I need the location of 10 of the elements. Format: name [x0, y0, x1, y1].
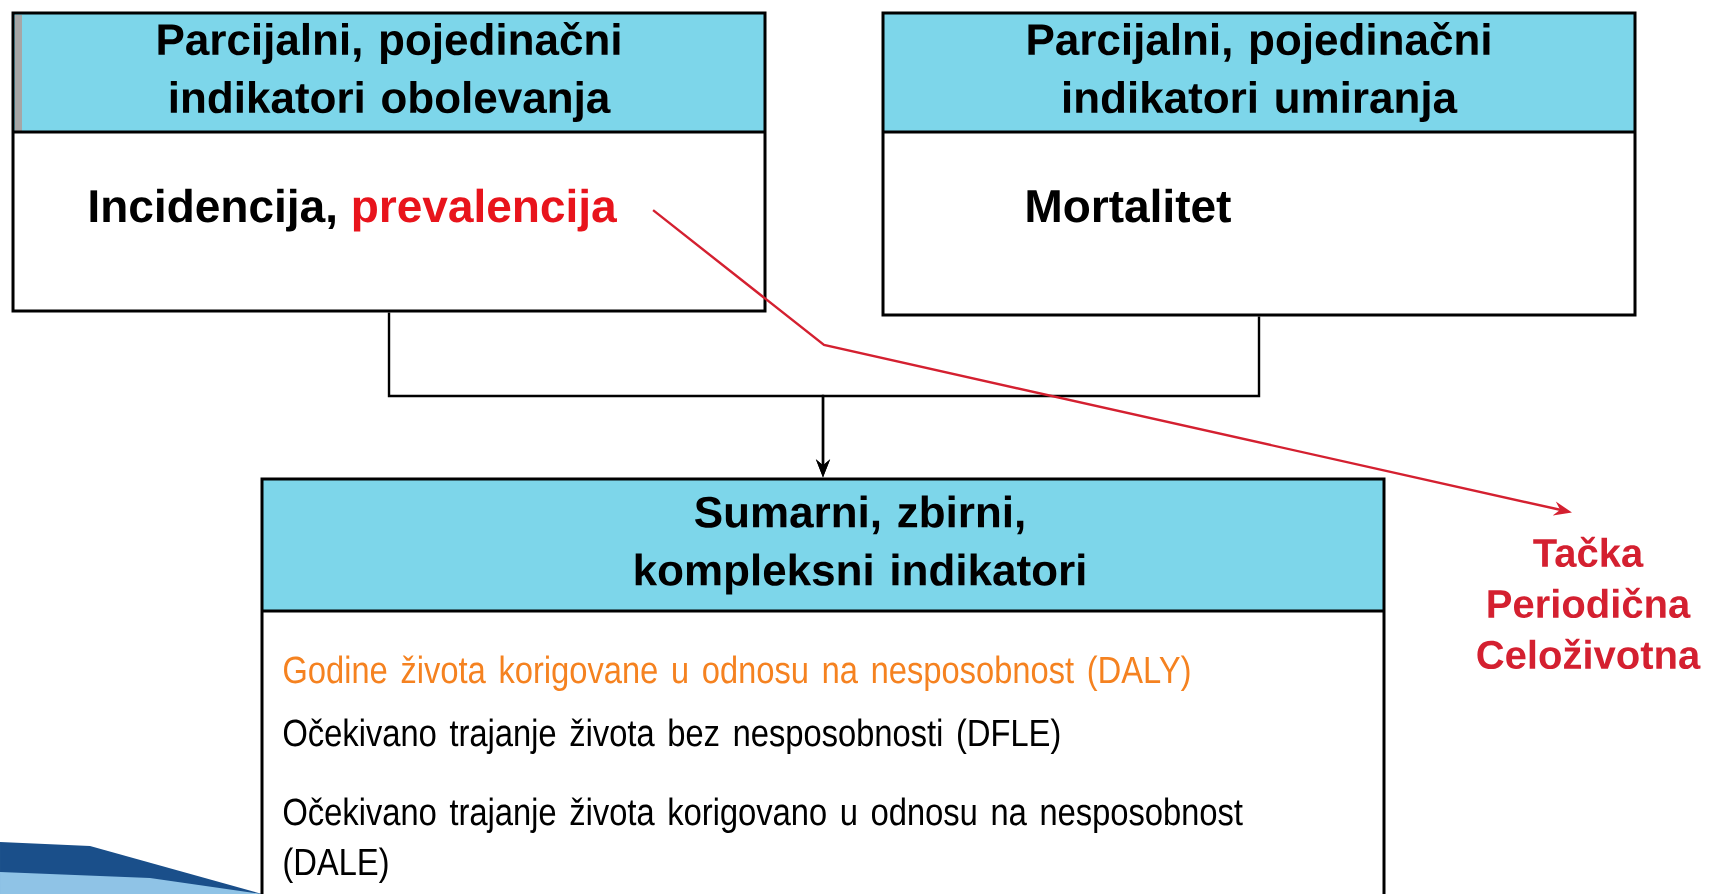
box-heading: Parcijalni, pojedinačni indikatori umiranja — [1028, 22, 1490, 122]
body-text: Incidencija, — [90, 188, 335, 232]
body-text: Godine života korigovane u odnosu na nesposobnost (DALY) — [284, 655, 1190, 691]
annotation-text: Tačka Periodična Celoživotna — [1477, 536, 1701, 670]
body-text: Očekivano trajanje života korigovano u odnosu na nesposobnost (DALE) — [283, 797, 1243, 883]
body-text: Mortalitet — [1027, 188, 1231, 223]
box-heading: Parcijalni, pojedinačni indikatori obolevanja — [158, 22, 620, 122]
highlighted-term: prevalencija — [353, 188, 617, 232]
box-heading: Sumarni, zbirni, kompleksni indikatori — [635, 495, 1085, 595]
body-text: Očekivano trajanje života bez nesposobnosti (DFLE) — [283, 718, 1060, 754]
